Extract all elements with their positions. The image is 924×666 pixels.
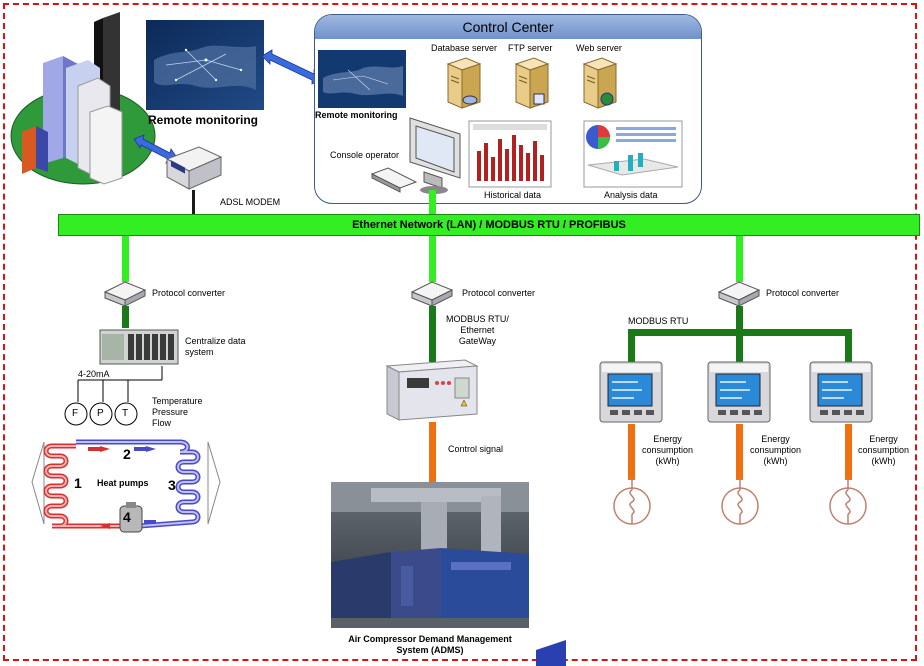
meter-icon <box>599 361 663 423</box>
server-icon <box>446 57 482 109</box>
middle-branch-line <box>429 236 436 282</box>
controller-panel-icon <box>385 359 479 421</box>
middle-protocol-converter-label: Protocol converter <box>462 288 536 298</box>
chart-icon <box>468 120 552 188</box>
meter-2-line <box>736 329 743 363</box>
map-icon <box>146 20 264 110</box>
meter-1-output-line <box>628 424 635 480</box>
server-icon <box>514 57 550 109</box>
left-protocol-converter-label: Protocol converter <box>152 288 226 298</box>
console-operator-label: Console operator <box>330 150 400 160</box>
sensor-icon <box>114 402 138 426</box>
energy-consumption-3-label: Energy consumption (kWh) <box>858 434 910 466</box>
lan-bus: Ethernet Network (LAN) / MODBUS RTU / PR… <box>58 214 920 236</box>
left-branch-line <box>122 236 129 282</box>
server-icon <box>582 57 618 109</box>
right-bus-drop <box>736 306 743 336</box>
sensor-f-label: F <box>72 408 79 419</box>
web-server-label: Web server <box>576 43 622 53</box>
cc-lan-connector <box>429 190 436 215</box>
lamp-icon <box>829 478 867 525</box>
remote-monitoring-label: Remote monitoring <box>148 113 258 127</box>
computer-icon <box>370 117 461 194</box>
heat-pump-stage-3: 3 <box>168 477 176 493</box>
converter-icon <box>103 281 147 307</box>
sensor-icon <box>89 402 113 426</box>
sensor-t-label: T <box>122 408 129 419</box>
meter-3-output-line <box>845 424 852 480</box>
converter-icon <box>410 281 454 307</box>
heat-pump-icon <box>31 439 221 533</box>
adsl-modem-label: ADSL MODEM <box>220 197 281 207</box>
historical-data-label: Historical data <box>484 190 542 200</box>
energy-consumption-1-label: Energy consumption (kWh) <box>642 434 694 466</box>
meter-icon <box>809 361 873 423</box>
corner-decoration <box>536 640 566 666</box>
modem-icon <box>165 146 223 190</box>
right-branch-line <box>736 236 743 282</box>
lamp-icon <box>613 478 651 525</box>
control-center-title: Control Center <box>315 15 701 39</box>
heat-pump-stage-4: 4 <box>123 509 131 525</box>
cc-remote-monitoring-label: Remote monitoring <box>315 110 398 120</box>
map-icon <box>318 50 406 108</box>
signal-4-20ma-label: 4-20mA <box>78 369 110 379</box>
heat-pumps-label: Heat pumps <box>97 478 149 488</box>
right-protocol-converter-label: Protocol converter <box>766 288 840 298</box>
chart-icon <box>583 120 683 188</box>
energy-consumption-2-label: Energy consumption (kWh) <box>750 434 802 466</box>
centralize-data-system-label: Centralize data system <box>185 336 246 357</box>
sensor-icon <box>64 402 88 426</box>
meter-icon <box>707 361 771 423</box>
meter-3-line <box>845 329 852 363</box>
sensors-label: Temperature Pressure Flow <box>152 396 203 428</box>
converter-icon <box>717 281 761 307</box>
plc-icon <box>99 329 179 365</box>
sensor-wiring <box>77 366 163 402</box>
modem-connector <box>192 190 195 214</box>
heat-pump-stage-2: 2 <box>123 446 131 462</box>
control-signal-label: Control signal <box>448 444 504 454</box>
analysis-data-label: Analysis data <box>604 190 658 200</box>
sensor-p-label: P <box>97 408 104 419</box>
compressor-room-image <box>331 482 529 628</box>
modbus-rtu-label: MODBUS RTU <box>628 316 689 326</box>
control-signal-line <box>429 422 436 484</box>
adms-label: Air Compressor Demand Management System … <box>348 634 512 655</box>
meter-2-output-line <box>736 424 743 480</box>
ftp-server-label: FTP server <box>508 43 553 53</box>
middle-gateway-line <box>429 306 436 362</box>
page-frame <box>3 3 917 661</box>
database-server-label: Database server <box>431 43 498 53</box>
buildings-icon <box>10 12 156 185</box>
lamp-icon <box>721 478 759 525</box>
meter-1-line <box>628 329 635 363</box>
left-plc-line <box>122 306 129 328</box>
heat-pump-stage-1: 1 <box>74 475 82 491</box>
gateway-label: MODBUS RTU/ Ethernet GateWay <box>446 314 509 346</box>
